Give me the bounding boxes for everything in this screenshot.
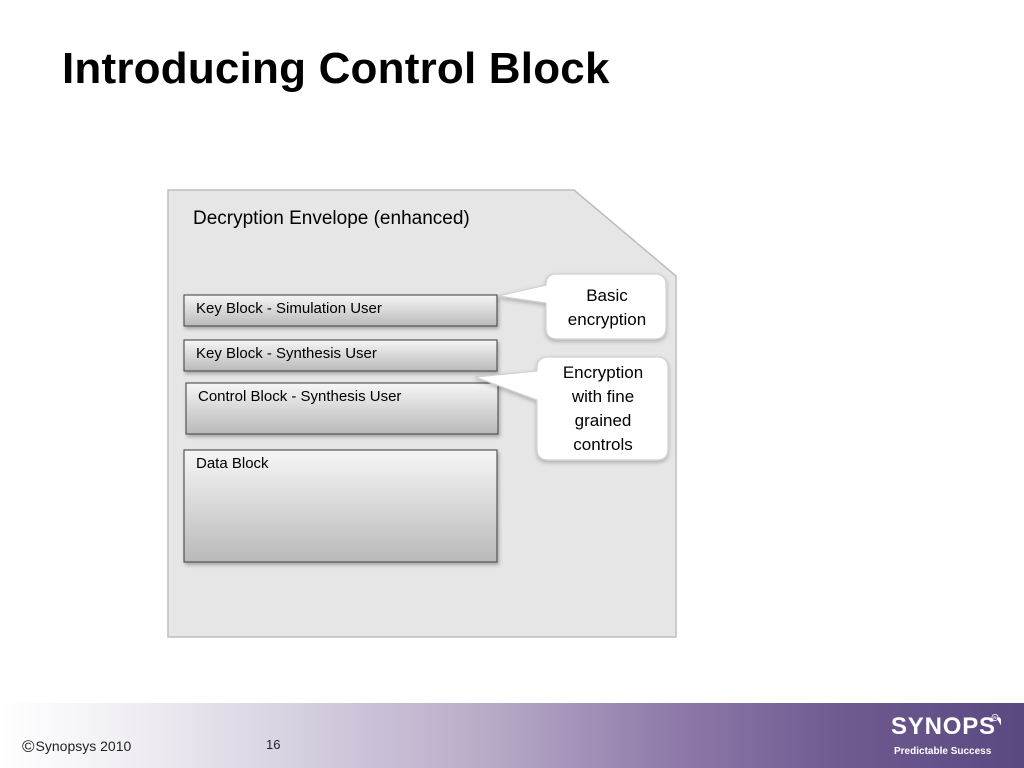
basic-encryption-line-1: Basic (586, 286, 628, 305)
fine-grained-controls-line-4: controls (573, 435, 633, 454)
copyright-icon: © (22, 737, 35, 756)
control-block-synthesis-user (185, 382, 499, 435)
synopsys-wordmark: SYNOPSYS (891, 713, 1001, 740)
copyright-text: Synopsys 2010 (35, 738, 132, 754)
key-block-synthesis-user-label: Key Block - Synthesis User (196, 345, 377, 362)
data-block-label: Data Block (196, 455, 269, 472)
key-block-synthesis-user (183, 339, 498, 372)
synopsys-logo-graphic: SYNOPSYS R Predictable Success (891, 713, 1001, 757)
data-block (183, 449, 498, 563)
copyright-notice: ©Synopsys 2010 (22, 737, 132, 756)
basic-encryption-callout-shape (497, 273, 667, 340)
fine-grained-controls-line-1: Encryption (562, 363, 644, 382)
fine-grained-controls-callout-shape (474, 356, 669, 461)
key-block-simulation-user-label: Key Block - Simulation User (196, 300, 382, 317)
synopsys-tagline: Predictable Success (894, 746, 992, 757)
footer-bar (0, 703, 1024, 768)
key-block-simulation-user (183, 294, 498, 327)
control-block-synthesis-user-label: Control Block - Synthesis User (198, 388, 402, 405)
fine-grained-controls-line-2: with fine (571, 387, 635, 406)
fine-grained-controls-callout-text: Encryption with fine grained controls (538, 361, 668, 457)
slide-title: Introducing Control Block (62, 44, 610, 93)
envelope-title: Decryption Envelope (enhanced) (193, 208, 470, 229)
fine-grained-controls-line-3: grained (574, 411, 632, 430)
synopsys-logo: SYNOPSYS R Predictable Success (887, 712, 1001, 760)
registered-mark-icon (991, 714, 999, 721)
registered-r-glyph: R (993, 715, 996, 720)
basic-encryption-callout-text: Basic encryption (546, 284, 668, 332)
basic-encryption-line-2: encryption (567, 310, 647, 329)
page-number: 16 (266, 737, 281, 752)
